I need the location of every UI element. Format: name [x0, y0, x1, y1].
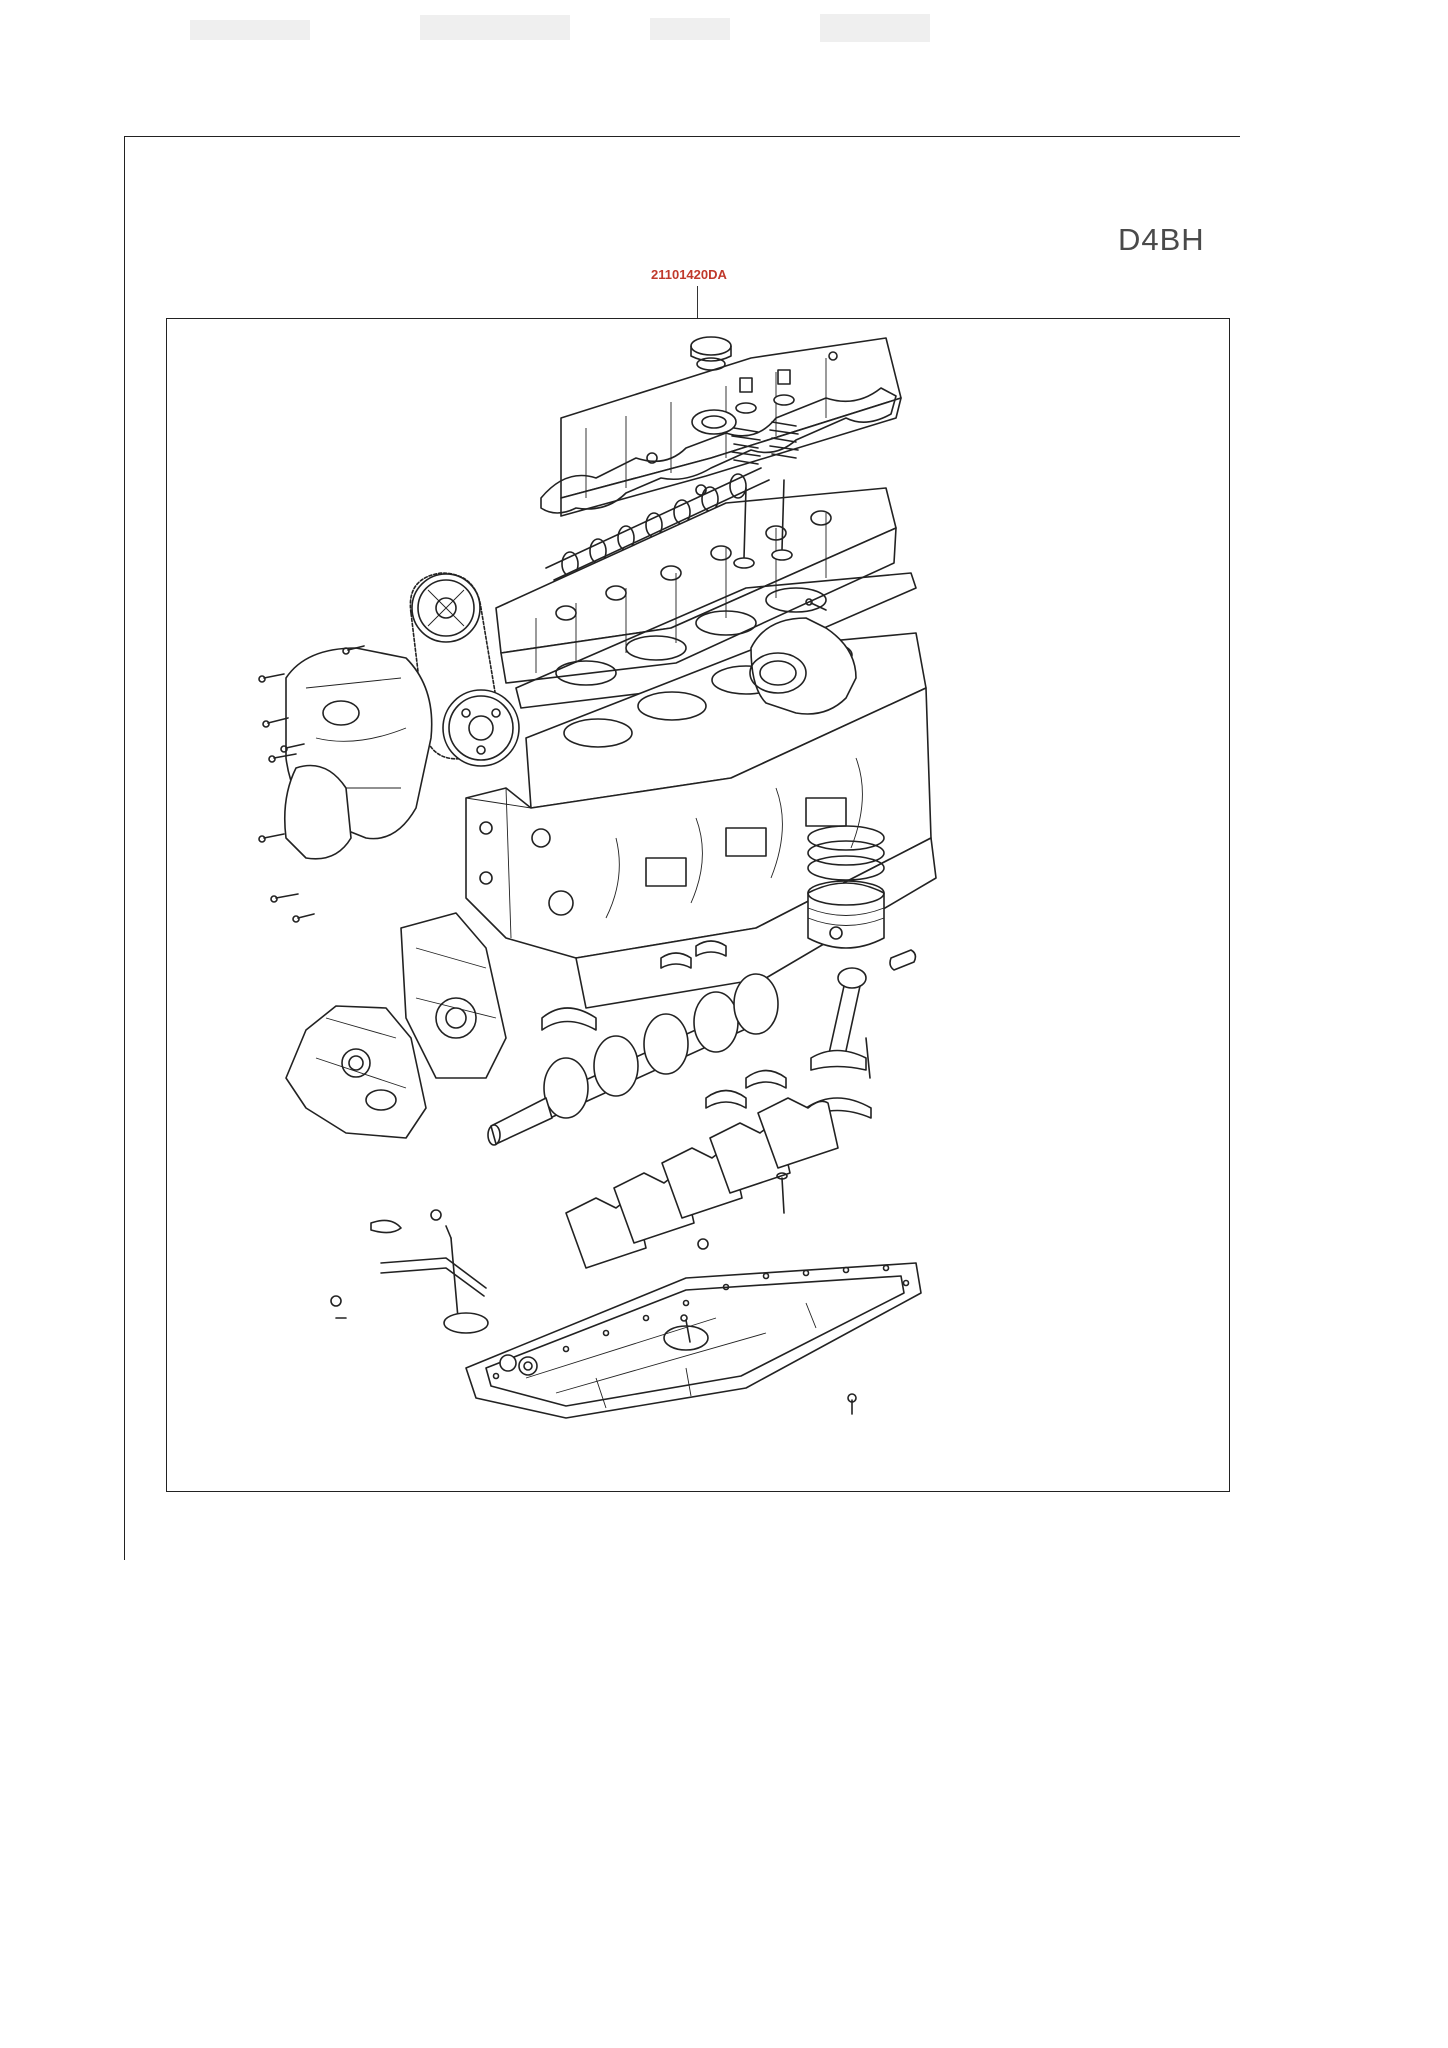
page-frame-top-rule: [124, 136, 1240, 137]
connecting-rod[interactable]: [811, 968, 870, 1078]
oil-strainer[interactable]: [331, 1210, 488, 1333]
scan-header-artifacts: [190, 14, 930, 42]
camshaft[interactable]: [546, 468, 769, 580]
main-bearing-caps[interactable]: [566, 1098, 838, 1268]
piston[interactable]: [808, 881, 884, 948]
camshaft-sprocket[interactable]: [412, 574, 480, 642]
valve-spring[interactable]: [732, 422, 798, 464]
timing-cover-bolts[interactable]: [259, 646, 364, 922]
valve-retainer[interactable]: [736, 370, 794, 413]
engine-model-code: D4BH: [1118, 222, 1205, 257]
piston-rings[interactable]: [808, 826, 884, 880]
part-number-leader-line: [697, 286, 698, 319]
main-bearing-shells[interactable]: [542, 941, 786, 1108]
exploded-view-frame: [166, 318, 1230, 1492]
crankshaft-sprocket[interactable]: [443, 690, 519, 766]
rocker-cover-gasket[interactable]: [541, 388, 896, 513]
crankshaft[interactable]: [488, 974, 778, 1145]
piston-pin[interactable]: [890, 950, 915, 970]
oil-filler-cap[interactable]: [691, 337, 731, 370]
page-frame-left-rule: [124, 136, 125, 1560]
oil-pan[interactable]: [466, 1263, 921, 1418]
timing-belt-cover[interactable]: [285, 648, 432, 859]
rocker-cover[interactable]: [561, 338, 901, 516]
cylinder-head[interactable]: [496, 488, 896, 683]
injection-pump-bracket[interactable]: [750, 599, 856, 714]
front-case[interactable]: [286, 1006, 426, 1138]
engine-exploded-diagram: [166, 318, 1230, 1492]
drain-plug[interactable]: [500, 1315, 856, 1414]
valve[interactable]: [734, 480, 792, 568]
head-gasket[interactable]: [516, 573, 916, 708]
oil-pump-housing[interactable]: [401, 913, 506, 1078]
assembly-part-number[interactable]: 21101420DA: [651, 267, 727, 282]
